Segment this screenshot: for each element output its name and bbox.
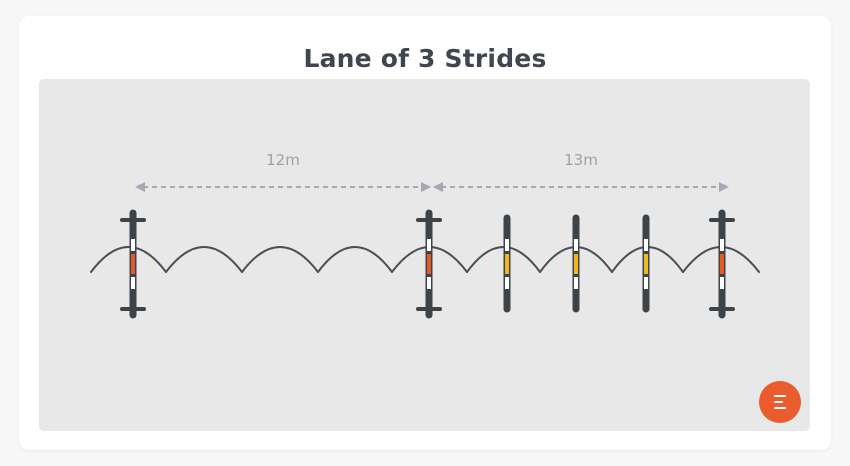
main-pole xyxy=(709,209,735,319)
main-pole xyxy=(416,209,442,319)
pole-band xyxy=(131,254,135,274)
menu-icon xyxy=(774,395,786,409)
arrowhead-right xyxy=(719,182,729,192)
pole-white-segment xyxy=(720,277,724,289)
lane-diagram: 12m 13m xyxy=(39,79,810,431)
stride-pole xyxy=(503,214,511,313)
pole-white-segment xyxy=(644,239,648,251)
distance-label-12m: 12m xyxy=(266,151,300,169)
pole-white-segment xyxy=(574,277,578,289)
menu-button[interactable] xyxy=(759,381,801,423)
arrowhead-left xyxy=(433,182,443,192)
pole-band xyxy=(574,254,578,274)
pole-white-segment xyxy=(644,277,648,289)
distance-arrows xyxy=(135,182,729,192)
pole-white-segment xyxy=(505,277,509,289)
stride-arc xyxy=(241,246,319,273)
stride-pole xyxy=(642,214,650,313)
pole-white-segment xyxy=(131,239,135,251)
pole-white-segment xyxy=(131,277,135,289)
arrowhead-left xyxy=(135,182,145,192)
stride-arc xyxy=(90,246,167,273)
pole-white-segment xyxy=(720,239,724,251)
stride-arc xyxy=(317,246,393,273)
pole-band xyxy=(427,254,431,274)
pole-white-segment xyxy=(574,239,578,251)
lane-svg: 12m 13m xyxy=(90,151,760,319)
pole-band xyxy=(644,254,648,274)
pole-band xyxy=(720,254,724,274)
stride-pole xyxy=(572,214,580,313)
pole-white-segment xyxy=(505,239,509,251)
pole-band xyxy=(505,254,509,274)
page-title: Lane of 3 Strides xyxy=(303,44,547,73)
arrowhead-right xyxy=(421,182,431,192)
diagram-card: Lane of 3 Strides 12m 13m xyxy=(19,16,831,450)
stride-arcs xyxy=(90,246,760,273)
pole-white-segment xyxy=(427,277,431,289)
pole-white-segment xyxy=(427,239,431,251)
distance-label-13m: 13m xyxy=(564,151,598,169)
main-pole xyxy=(120,209,146,319)
poles xyxy=(120,209,735,319)
stride-arc xyxy=(165,246,243,273)
distance-labels: 12m 13m xyxy=(266,151,598,169)
